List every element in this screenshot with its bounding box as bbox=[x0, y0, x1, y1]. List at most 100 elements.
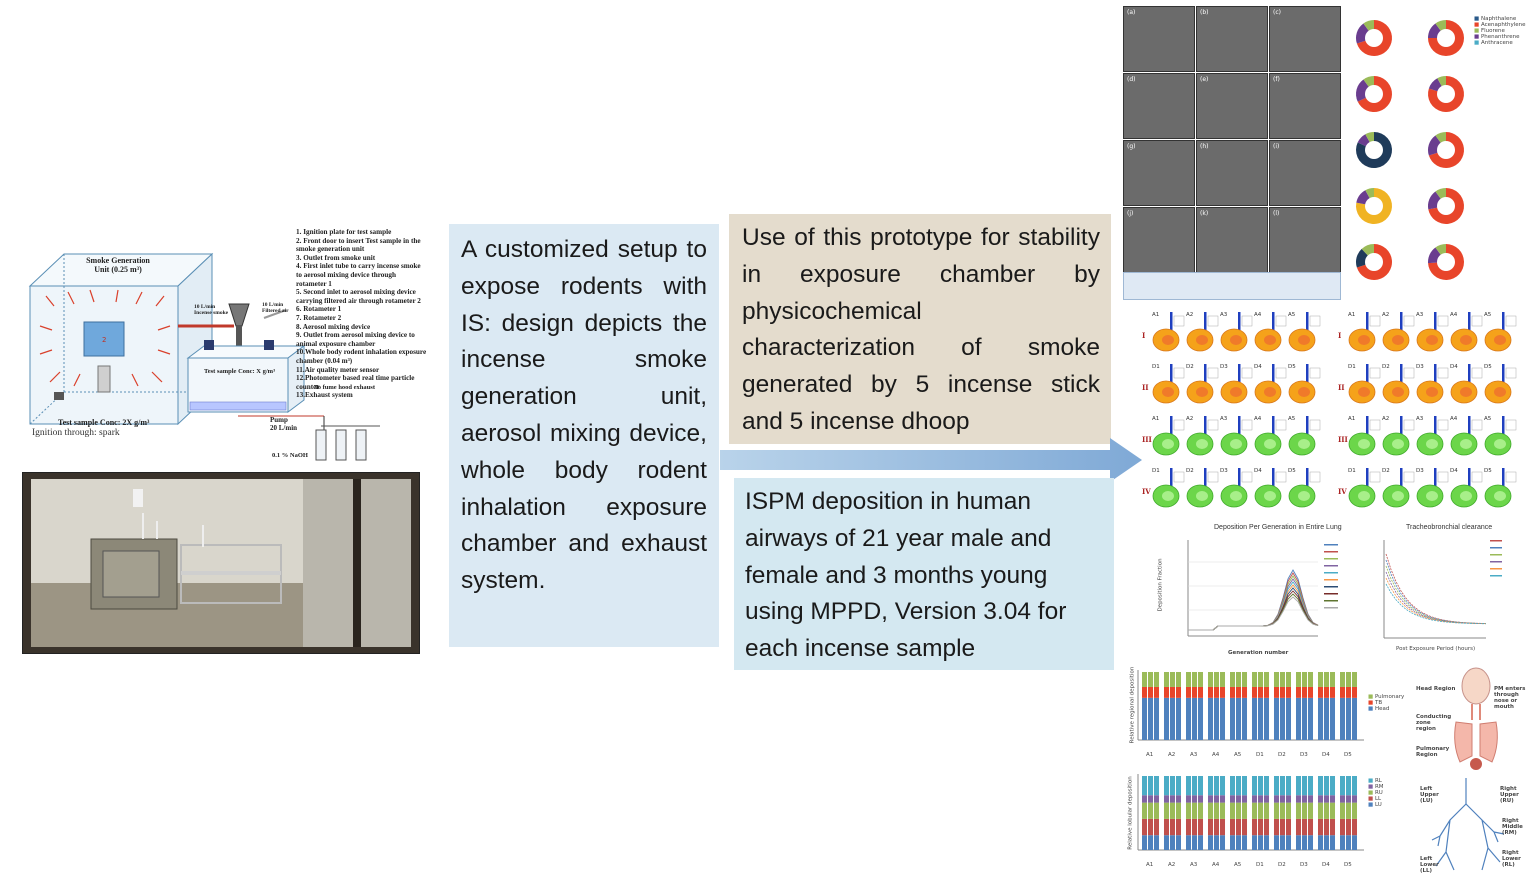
naoh-label: 0.1 % NaOH bbox=[272, 452, 308, 459]
stacked-bar-segment bbox=[1192, 697, 1197, 740]
stacked-bar-segment bbox=[1296, 818, 1301, 836]
lung-inset bbox=[1309, 315, 1321, 327]
stacked-bar-segment bbox=[1192, 795, 1197, 803]
lung-cell-label: A2 bbox=[1382, 312, 1389, 318]
clearance-series-line bbox=[1385, 565, 1487, 625]
regional-legend: ■ Pulmonary ■ TB ■ Head bbox=[1368, 694, 1404, 712]
lung-inset bbox=[1241, 471, 1253, 483]
clearance-series-line bbox=[1385, 553, 1487, 624]
stacked-bar-segment bbox=[1154, 697, 1159, 740]
lung-core bbox=[1264, 491, 1276, 501]
stacked-bar-segment bbox=[1296, 835, 1301, 850]
lung-colorbar bbox=[1306, 416, 1309, 434]
lung-colorbar bbox=[1502, 416, 1505, 434]
lung-core bbox=[1460, 335, 1472, 345]
stacked-bar-segment bbox=[1252, 776, 1257, 796]
stacked-bar-segment bbox=[1318, 697, 1323, 740]
stacked-bar-segment bbox=[1142, 835, 1147, 850]
stacked-bar-segment bbox=[1346, 672, 1351, 687]
lung-colorbar bbox=[1468, 364, 1471, 382]
lung-cell-label: D4 bbox=[1254, 468, 1262, 474]
stacked-bar-segment bbox=[1220, 802, 1225, 819]
stacked-bar-segment bbox=[1264, 697, 1269, 740]
stacked-bar-segment bbox=[1308, 686, 1313, 698]
bar-group-label: A2 bbox=[1168, 862, 1175, 868]
flow-incense-label: 10 L/min Incense smoke bbox=[194, 304, 229, 316]
stacked-bar-segment bbox=[1330, 776, 1335, 796]
stacked-bar-segment bbox=[1346, 802, 1351, 819]
bar-group-label: D2 bbox=[1278, 862, 1286, 868]
stacked-bar-segment bbox=[1352, 776, 1357, 796]
lung-lobes-diagram: Left Upper (LU) Right Upper (RU) Right M… bbox=[1416, 774, 1526, 882]
stacked-bar-segment bbox=[1236, 835, 1241, 850]
stacked-bar-segment bbox=[1242, 795, 1247, 803]
stacked-bar-segment bbox=[1346, 776, 1351, 796]
stacked-bar-segment bbox=[1208, 795, 1213, 803]
stacked-bar-segment bbox=[1252, 835, 1257, 850]
lung-core bbox=[1264, 335, 1276, 345]
lung-inset bbox=[1207, 315, 1219, 327]
stacked-bar-segment bbox=[1176, 818, 1181, 836]
lung-inset bbox=[1309, 471, 1321, 483]
lung-colorbar bbox=[1434, 312, 1437, 330]
lung-inset bbox=[1275, 419, 1287, 431]
stacked-bar-segment bbox=[1230, 697, 1235, 740]
stacked-bar-segment bbox=[1242, 835, 1247, 850]
lung-core bbox=[1460, 387, 1472, 397]
lung-inset bbox=[1173, 419, 1185, 431]
stacked-bar-segment bbox=[1220, 835, 1225, 850]
stacked-bar-segment bbox=[1340, 802, 1345, 819]
stacked-bar-segment bbox=[1318, 835, 1323, 850]
conducting-region-label: Conducting zone region bbox=[1416, 714, 1452, 732]
legend-item: 12.Photometer based real time particle bbox=[296, 374, 415, 383]
lung-cell-label: A3 bbox=[1220, 312, 1228, 318]
stacked-bar-segment bbox=[1164, 795, 1169, 803]
lung-colorbar bbox=[1170, 312, 1173, 330]
stacked-bar-segment bbox=[1258, 672, 1263, 687]
lung-colorbar bbox=[1400, 312, 1403, 330]
lung-inset bbox=[1241, 419, 1253, 431]
stacked-bar-segment bbox=[1170, 835, 1175, 850]
stacked-bar-segment bbox=[1230, 776, 1235, 796]
stacked-bar-segment bbox=[1236, 818, 1241, 836]
sem-image: (d) bbox=[1123, 73, 1195, 139]
stacked-bar-segment bbox=[1340, 672, 1345, 687]
lung-cell-label: A4 bbox=[1254, 312, 1262, 318]
stacked-bar-segment bbox=[1230, 686, 1235, 698]
stacked-bar-segment bbox=[1352, 795, 1357, 803]
stacked-bar-segment bbox=[1214, 802, 1219, 819]
bar-group-label: A4 bbox=[1212, 862, 1220, 868]
lung-cell-label: A3 bbox=[1416, 416, 1424, 422]
bar-group-label: D3 bbox=[1300, 862, 1308, 868]
lung-core bbox=[1460, 491, 1472, 501]
stacked-bar-segment bbox=[1324, 795, 1329, 803]
lung-colorbar bbox=[1272, 364, 1275, 382]
stacked-bar-segment bbox=[1198, 802, 1203, 819]
component-legend: 1. Ignition plate for test sample 2. Fro… bbox=[296, 228, 426, 400]
lung-cell-label: D4 bbox=[1450, 364, 1458, 370]
stacked-bar-segment bbox=[1274, 776, 1279, 796]
stacked-bar-segment bbox=[1296, 795, 1301, 803]
stacked-bar-segment bbox=[1252, 818, 1257, 836]
stacked-bar-segment bbox=[1164, 818, 1169, 836]
stacked-bar-segment bbox=[1308, 802, 1313, 819]
stacked-bar-segment bbox=[1258, 835, 1263, 850]
lung-cell-label: D1 bbox=[1152, 468, 1160, 474]
lung-core bbox=[1426, 387, 1438, 397]
stacked-bar-segment bbox=[1274, 697, 1279, 740]
smoke-flow-arrows bbox=[39, 289, 171, 387]
stability-description: Use of this prototype for stability in e… bbox=[742, 224, 1100, 435]
stacked-bar-segment bbox=[1154, 795, 1159, 803]
stacked-bar-segment bbox=[1324, 776, 1329, 796]
stacked-bar-segment bbox=[1346, 835, 1351, 850]
lung-colorbar bbox=[1170, 416, 1173, 434]
stacked-bar-segment bbox=[1264, 818, 1269, 836]
stacked-bar-segment bbox=[1274, 818, 1279, 836]
sem-image: (g) bbox=[1123, 140, 1195, 206]
stacked-bar-segment bbox=[1252, 697, 1257, 740]
right-middle-label: Right Middle (RM) bbox=[1502, 818, 1523, 836]
lung-colorbar bbox=[1170, 468, 1173, 486]
stacked-bar-segment bbox=[1302, 697, 1307, 740]
